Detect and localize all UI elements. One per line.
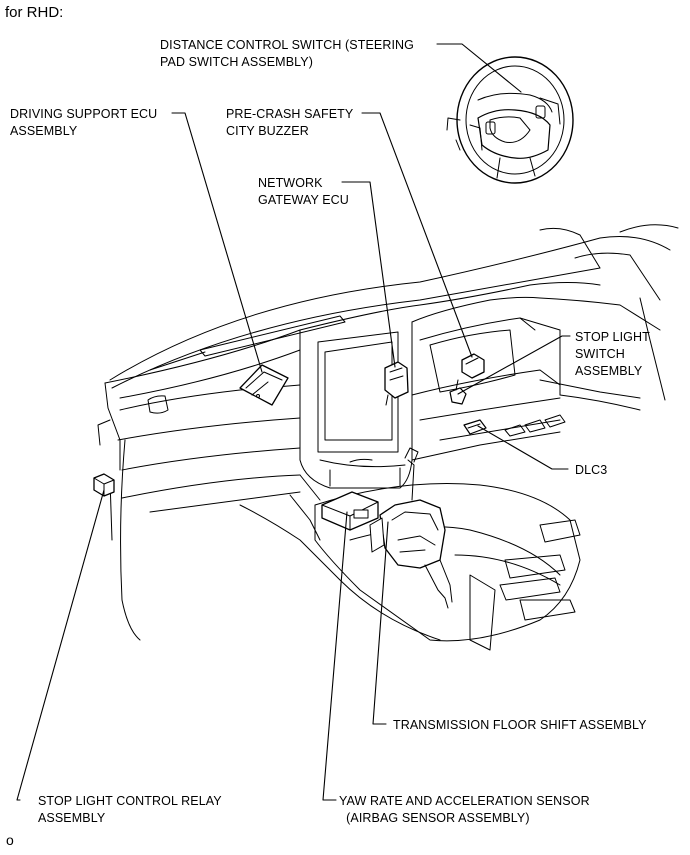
network-gateway-ecu-label: NETWORK GATEWAY ECU — [258, 176, 349, 207]
network-gateway-ecu-part — [384, 361, 409, 406]
pre-crash-buzzer-part — [461, 353, 485, 379]
driving-support-ecu-label: DRIVING SUPPORT ECU ASSEMBLY — [10, 107, 158, 138]
distance-control-switch-label: DISTANCE CONTROL SWITCH (STEERING PAD SW… — [160, 38, 415, 69]
yaw-rate-sensor-label: YAW RATE AND ACCELERATION SENSOR (AIRBAG… — [339, 794, 590, 825]
dashboard-drawing — [97, 224, 679, 651]
pre-crash-buzzer-label: PRE-CRASH SAFETY CITY BUZZER — [226, 107, 354, 138]
diagram-footer: o — [6, 832, 14, 848]
steering-wheel-drawing — [446, 56, 574, 184]
stop-light-switch-label: STOP LIGHT SWITCH ASSEMBLY — [575, 330, 650, 378]
leader-lines — [16, 43, 571, 801]
transmission-floor-shift-label: TRANSMISSION FLOOR SHIFT ASSEMBLY — [393, 718, 647, 732]
yaw-rate-sensor-part — [321, 491, 379, 531]
stop-light-relay-label: STOP LIGHT CONTROL RELAY ASSEMBLY — [38, 794, 222, 825]
stop-light-relay-part — [93, 473, 115, 497]
driving-support-ecu-part — [239, 364, 289, 406]
diagram-header: for RHD: — [5, 4, 64, 21]
dlc3-label: DLC3 — [575, 463, 608, 477]
dlc3-part — [463, 419, 487, 435]
transmission-floor-shift-part — [369, 447, 453, 609]
